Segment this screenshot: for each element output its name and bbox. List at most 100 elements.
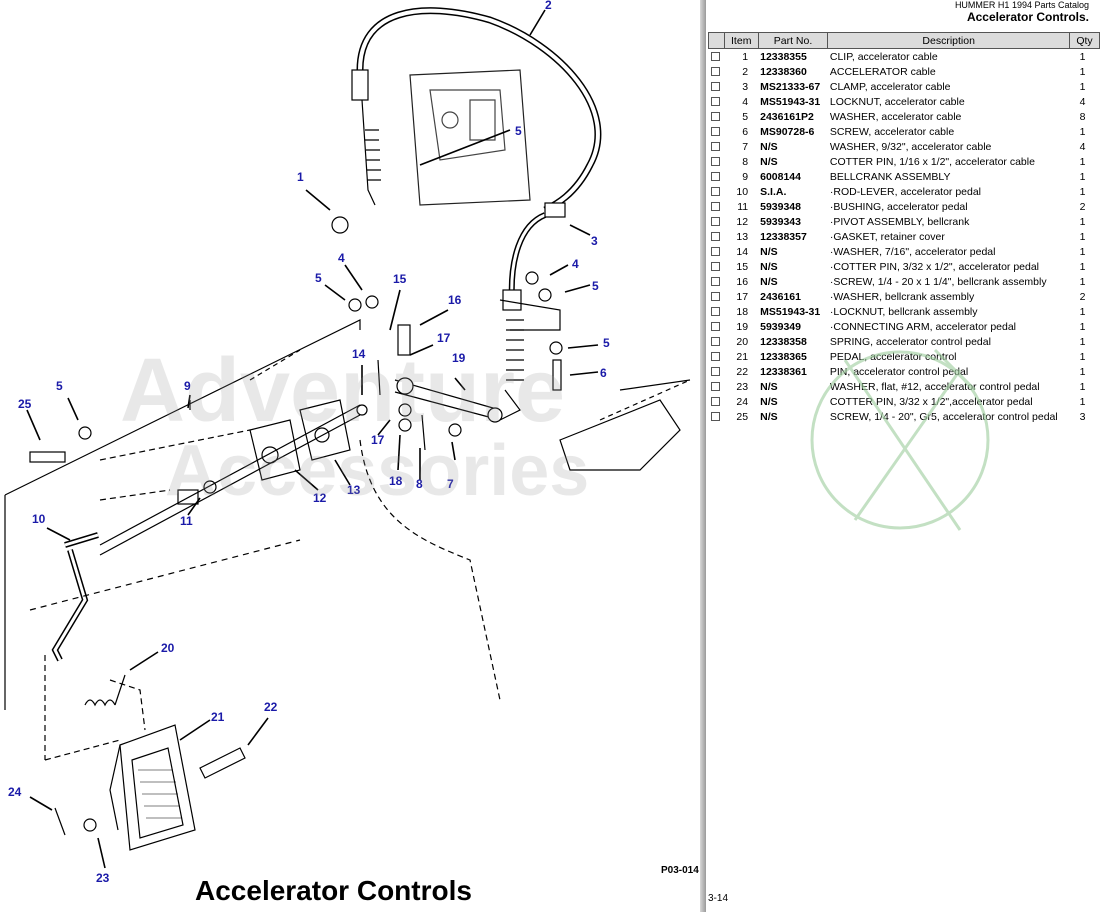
page-number: 3-14: [708, 893, 729, 904]
row-item: 13: [736, 230, 749, 243]
row-checkbox-cell: [709, 139, 725, 154]
row-description: WASHER, flat, #12, accelerator control p…: [829, 380, 1040, 393]
row-checkbox[interactable]: [710, 127, 720, 137]
row-checkbox-cell: [709, 259, 725, 274]
row-qty: 1: [1079, 275, 1086, 288]
row-checkbox[interactable]: [710, 112, 720, 122]
row-checkbox[interactable]: [710, 217, 720, 227]
callout-17b: 17: [371, 433, 385, 447]
row-checkbox[interactable]: [710, 157, 720, 167]
row-checkbox[interactable]: [710, 187, 720, 197]
row-checkbox-cell: [709, 94, 725, 109]
row-checkbox[interactable]: [710, 67, 720, 77]
header-qty[interactable]: Qty: [1069, 32, 1100, 49]
row-checkbox[interactable]: [710, 277, 720, 287]
row-item: 14: [736, 245, 749, 258]
row-checkbox[interactable]: [710, 172, 720, 182]
row-checkbox[interactable]: [710, 352, 720, 362]
callout-24: 24: [8, 785, 22, 799]
row-part-no: N/S: [760, 260, 778, 273]
callout-labels: 2 1 3 4 4 5 5 5 5 5 6 7 8 9 10 11 12 13 …: [8, 0, 610, 885]
row-checkbox[interactable]: [710, 307, 720, 317]
row-checkbox[interactable]: [710, 397, 720, 407]
row-checkbox[interactable]: [710, 292, 720, 302]
watermark-line-1: Adventure: [120, 341, 566, 441]
row-checkbox-cell: [709, 244, 725, 259]
row-checkbox[interactable]: [710, 262, 720, 272]
callout-3: 3: [591, 234, 598, 248]
callout-4a: 4: [338, 251, 345, 265]
row-part-no: N/S: [760, 140, 778, 153]
row-checkbox-cell: [709, 79, 725, 94]
row-description: ·WASHER, bellcrank assembly: [829, 290, 975, 303]
callout-5b: 5: [592, 279, 599, 293]
header-part-no[interactable]: Part No.: [757, 32, 829, 49]
row-description: COTTER PIN, 1/16 x 1/2", accelerator cab…: [829, 155, 1035, 168]
callout-2: 2: [545, 0, 552, 12]
row-checkbox[interactable]: [710, 52, 720, 62]
row-description: ·CONNECTING ARM, accelerator pedal: [829, 320, 1017, 333]
panel-splitter[interactable]: [700, 0, 706, 912]
row-checkbox[interactable]: [710, 382, 720, 392]
row-description: SCREW, accelerator cable: [829, 125, 955, 138]
callout-22: 22: [264, 700, 278, 714]
row-checkbox[interactable]: [710, 337, 720, 347]
header-item[interactable]: Item: [723, 32, 759, 49]
row-description: ACCELERATOR cable: [829, 65, 936, 78]
row-item: 2: [742, 65, 749, 78]
row-part-no: MS51943-31: [760, 95, 821, 108]
callout-21: 21: [211, 710, 225, 724]
row-checkbox[interactable]: [710, 322, 720, 332]
row-part-no: 2436161P2: [760, 110, 814, 123]
row-part-no: 12338361: [760, 365, 807, 378]
header-description[interactable]: Description: [827, 32, 1071, 49]
row-checkbox[interactable]: [710, 247, 720, 257]
row-qty: 1: [1079, 245, 1086, 258]
row-checkbox[interactable]: [710, 232, 720, 242]
row-description: ·LOCKNUT, bellcrank assembly: [829, 305, 978, 318]
row-item: 21: [736, 350, 749, 363]
row-checkbox[interactable]: [710, 82, 720, 92]
row-part-no: N/S: [760, 275, 778, 288]
row-part-no: 12338357: [760, 230, 807, 243]
row-checkbox[interactable]: [710, 202, 720, 212]
row-checkbox[interactable]: [710, 142, 720, 152]
callout-4b: 4: [572, 257, 579, 271]
row-checkbox[interactable]: [710, 367, 720, 377]
callout-8: 8: [416, 477, 423, 491]
row-part-no: 5939343: [760, 215, 801, 228]
diagram-panel: 2 1 3 4 4 5 5 5 5 5 6 7 8 9 10 11 12 13 …: [4, 0, 699, 906]
row-description: SPRING, accelerator control pedal: [829, 335, 991, 348]
row-part-no: MS21333-67: [760, 80, 821, 93]
row-checkbox-cell: [709, 319, 725, 334]
callout-5c: 5: [515, 124, 522, 138]
row-item: 18: [736, 305, 749, 318]
row-checkbox[interactable]: [710, 412, 720, 422]
row-part-no: 12338358: [760, 335, 807, 348]
row-checkbox[interactable]: [710, 97, 720, 107]
callout-11: 11: [180, 514, 193, 528]
